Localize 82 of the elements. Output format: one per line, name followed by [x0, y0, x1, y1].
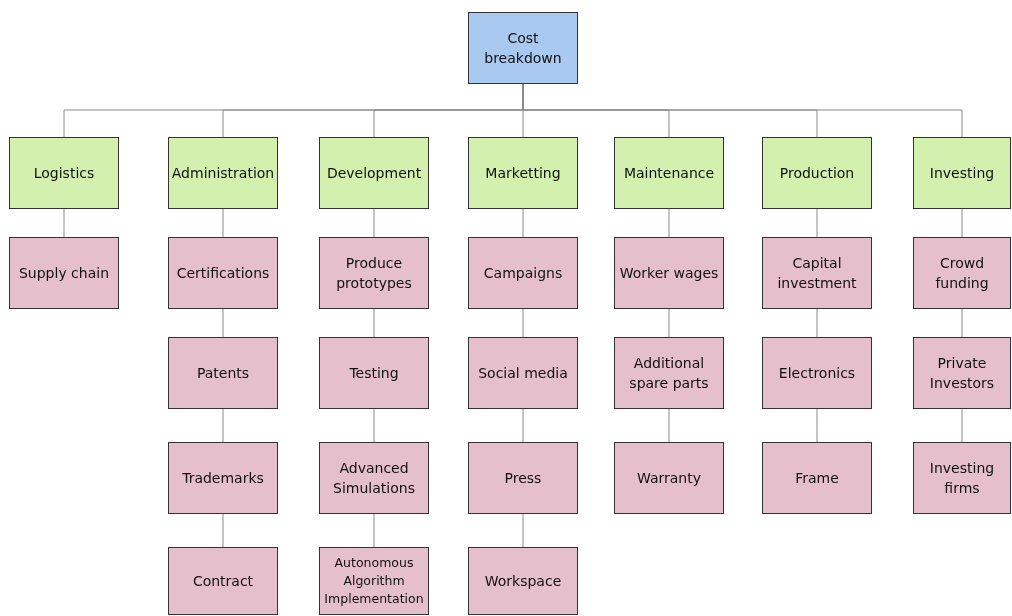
cost-item-box — [614, 442, 724, 514]
connector-line — [961, 308, 963, 338]
node-label: Production — [779, 163, 855, 183]
category-box — [168, 137, 278, 209]
category-box — [913, 137, 1011, 209]
cost-item-box — [168, 237, 278, 309]
connector-line — [522, 208, 524, 238]
node-label: Crowd funding — [934, 253, 990, 293]
connector-line — [816, 408, 818, 443]
connector-line — [522, 308, 524, 338]
connector-line — [961, 408, 963, 443]
connector-line — [373, 408, 375, 443]
node-label: Supply chain — [18, 263, 110, 283]
category-box — [9, 137, 119, 209]
cost-item-box — [319, 237, 429, 309]
connector-line — [816, 308, 818, 338]
cost-item-box — [468, 442, 578, 514]
connector-line — [373, 513, 375, 548]
connector-line — [961, 208, 963, 238]
cost-item-box — [468, 237, 578, 309]
cost-item-box — [168, 442, 278, 514]
node-label: Maintenance — [623, 163, 715, 183]
connector-line — [222, 308, 224, 338]
cost-item-box — [319, 547, 429, 615]
cost-item-box — [762, 442, 872, 514]
node-label: Electronics — [778, 363, 856, 383]
cost-item-box — [614, 237, 724, 309]
connector-line — [222, 408, 224, 443]
cost-item-box — [168, 337, 278, 409]
cost-item-box — [614, 337, 724, 409]
node-label: Trademarks — [182, 468, 264, 488]
category-box — [319, 137, 429, 209]
cost-item-box — [319, 442, 429, 514]
category-box — [762, 137, 872, 209]
node-label: Additional spare parts — [628, 353, 710, 393]
connector-line — [63, 208, 65, 238]
connector-line — [668, 408, 670, 443]
node-label: Patents — [196, 363, 250, 383]
node-label: Social media — [478, 363, 568, 383]
node-label: Cost breakdown — [483, 28, 563, 68]
node-label: Autonomous Algorithm Implementation — [323, 553, 425, 609]
node-label: Warranty — [637, 468, 701, 488]
cost-item-box — [762, 237, 872, 309]
cost-item-box — [762, 337, 872, 409]
node-label: Produce prototypes — [335, 253, 413, 293]
cost-item-box — [468, 547, 578, 615]
connector-line — [522, 513, 524, 548]
node-label: Certifications — [176, 263, 270, 283]
cost-item-box — [319, 337, 429, 409]
connector-line — [373, 208, 375, 238]
connector-line — [668, 208, 670, 238]
node-label: Contract — [192, 571, 254, 591]
node-label: Investing — [929, 163, 995, 183]
node-label: Advanced Simulations — [332, 458, 416, 498]
node-label: Administration — [171, 163, 275, 183]
connector-line — [668, 308, 670, 338]
node-label: Workspace — [484, 571, 562, 591]
connector-line — [816, 208, 818, 238]
node-label: Worker wages — [619, 263, 719, 283]
node-label: Development — [326, 163, 422, 183]
category-box — [468, 137, 578, 209]
cost-item-box — [913, 237, 1011, 309]
node-label: Logistics — [33, 163, 95, 183]
node-label: Marketting — [485, 163, 561, 183]
cost-item-box — [913, 337, 1011, 409]
category-box — [614, 137, 724, 209]
connector-line — [373, 308, 375, 338]
node-label: Testing — [349, 363, 399, 383]
node-label: Frame — [795, 468, 839, 488]
cost-item-box — [913, 442, 1011, 514]
node-label: Private Investors — [928, 353, 996, 393]
cost-item-box — [468, 337, 578, 409]
node-label: Press — [504, 468, 542, 488]
node-label: Campaigns — [483, 263, 563, 283]
cost-item-box — [9, 237, 119, 309]
connector-line — [222, 513, 224, 548]
node-label: Investing firms — [928, 458, 996, 498]
root-box — [468, 12, 578, 84]
connector-line — [222, 208, 224, 238]
connector-line — [522, 408, 524, 443]
cost-item-box — [168, 547, 278, 615]
node-label: Capital investment — [776, 253, 858, 293]
